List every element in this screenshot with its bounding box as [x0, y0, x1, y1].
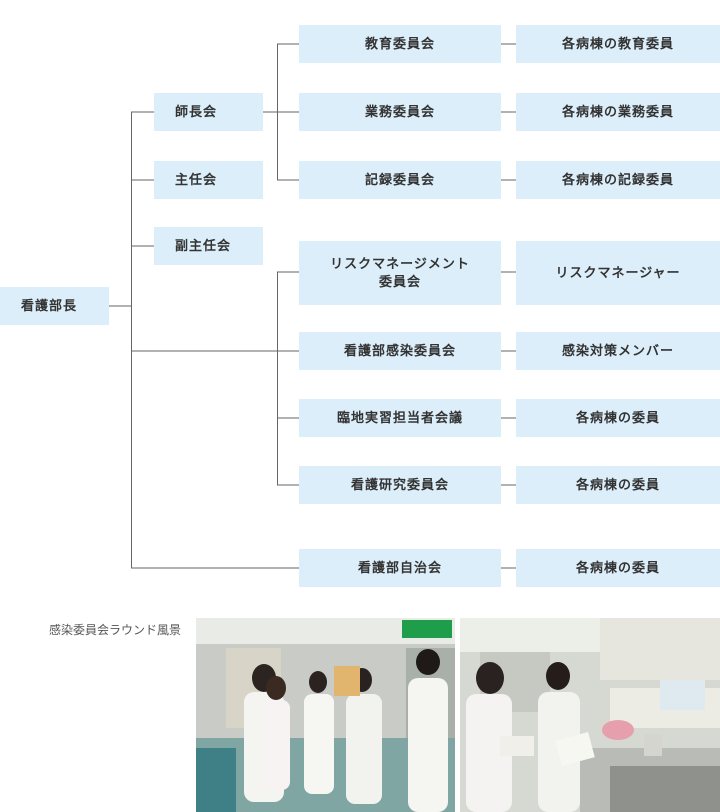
member-box: 各病棟の委員 [516, 549, 720, 587]
member-box: 各病棟の委員 [516, 399, 720, 437]
committee-label: 看護部感染委員会 [343, 343, 456, 358]
photo-ward-round-right [460, 618, 720, 812]
member-label: リスクマネージャー [555, 265, 681, 280]
root-label: 看護部長 [21, 298, 78, 313]
level1-box: 副主任会 [154, 227, 263, 265]
member-label: 各病棟の教育委員 [561, 36, 674, 51]
committee-label: 看護研究委員会 [350, 477, 449, 492]
committee-box: 記録委員会 [299, 161, 501, 199]
photo-ward-round-left [196, 618, 455, 812]
member-label: 各病棟の業務委員 [561, 104, 674, 119]
root-box: 看護部長 [0, 287, 109, 325]
member-label: 各病棟の委員 [575, 560, 660, 575]
member-box: 各病棟の委員 [516, 466, 720, 504]
committee-box: リスクマネージメント 委員会 [299, 241, 501, 305]
member-box: 各病棟の教育委員 [516, 25, 720, 63]
member-label: 各病棟の記録委員 [561, 172, 674, 187]
committee-label: 臨地実習担当者会議 [336, 410, 463, 425]
member-label: 各病棟の委員 [575, 477, 660, 492]
committee-box: 業務委員会 [299, 93, 501, 131]
committee-box: 看護部自治会 [299, 549, 501, 587]
committee-label: 業務委員会 [364, 104, 435, 119]
committee-label: 記録委員会 [364, 172, 435, 187]
committee-box: 臨地実習担当者会議 [299, 399, 501, 437]
level1-box: 師長会 [154, 93, 263, 131]
member-label: 感染対策メンバー [561, 343, 674, 358]
level1-label: 副主任会 [175, 238, 232, 253]
member-label: 各病棟の委員 [575, 410, 660, 425]
committee-label: 教育委員会 [364, 36, 435, 51]
member-box: 感染対策メンバー [516, 332, 720, 370]
level1-label: 師長会 [175, 104, 218, 119]
committee-box: 看護研究委員会 [299, 466, 501, 504]
committee-label: 看護部自治会 [357, 560, 442, 575]
committee-box: 看護部感染委員会 [299, 332, 501, 370]
level1-label: 主任会 [175, 172, 218, 187]
level1-box: 主任会 [154, 161, 263, 199]
member-box: 各病棟の業務委員 [516, 93, 720, 131]
committee-label: リスクマネージメント 委員会 [330, 256, 470, 289]
member-box: 各病棟の記録委員 [516, 161, 720, 199]
photo-caption: 感染委員会ラウンド風景 [49, 623, 182, 637]
member-box: リスクマネージャー [516, 241, 720, 305]
committee-box: 教育委員会 [299, 25, 501, 63]
connector-lines [109, 43, 516, 569]
